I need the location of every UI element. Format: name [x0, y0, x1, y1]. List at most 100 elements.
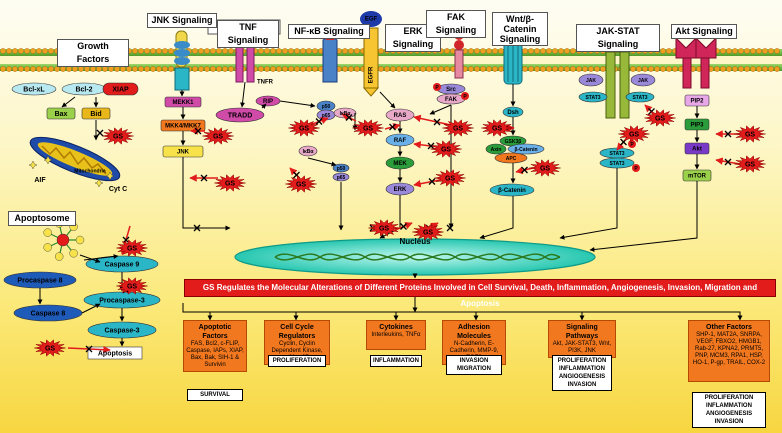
gs-label: GS — [492, 125, 502, 132]
dsh-oval-label: Dsh — [507, 110, 519, 116]
erk-signaling-head: ERK Signaling — [385, 24, 441, 52]
outcome-title: Cell Cycle Regulators — [278, 324, 316, 340]
signal-arrow — [240, 81, 246, 108]
jnk-receptor — [174, 30, 190, 91]
signal-arrow — [79, 254, 101, 263]
gs-label: GS — [225, 180, 235, 187]
cytochrome-star — [43, 155, 53, 165]
bcl2-oval-label: Bcl-2 — [75, 86, 92, 93]
gs-burst — [430, 140, 462, 158]
outcome-result: SURVIVAL — [187, 389, 243, 401]
bcat2-oval — [489, 183, 535, 197]
phospho-dot — [461, 92, 469, 100]
arrow-layer — [37, 81, 743, 354]
raf-oval-label: RAF — [394, 138, 407, 144]
gs-burst — [368, 219, 400, 237]
p65a-oval-label: p65 — [322, 113, 331, 119]
gs-burst — [644, 109, 676, 127]
stat4-oval-label: STAT3 — [609, 161, 624, 167]
apoptosome-label: Apoptosome — [8, 211, 76, 226]
xiap-box — [102, 82, 139, 96]
block-mark — [724, 130, 732, 138]
egf-label: EGF — [365, 17, 378, 23]
gs-label: GS — [441, 146, 451, 153]
gs-label: GS — [127, 245, 137, 252]
block-mark — [400, 223, 407, 230]
gs-burst — [214, 174, 246, 192]
procasp8-oval-label: Procaspase 8 — [17, 277, 62, 284]
jak1-oval — [578, 73, 604, 87]
block-mark — [433, 118, 441, 126]
tradd-oval — [215, 107, 265, 123]
gs-burst — [412, 223, 444, 241]
phospho-dot — [433, 83, 441, 91]
jnk-signaling-head: JNK Signaling — [147, 13, 217, 28]
mekk-box-label: MEKK1 — [172, 100, 194, 106]
signal-arrow — [279, 100, 316, 108]
gs-label: GS — [655, 115, 665, 122]
outcome-result: PROLIFERATION — [268, 355, 326, 367]
wnt-receptor — [503, 41, 523, 85]
gs-burst — [352, 119, 384, 137]
outcome-result: PROLIFERATION INFLAMMATION ANGIOGENESIS … — [552, 355, 612, 391]
outcome-title: Other Factors — [706, 324, 752, 331]
apoptosis-label: Apoptosis — [98, 350, 132, 357]
mito-label: Mitochondria — [74, 168, 106, 174]
gs-label: GS — [453, 125, 463, 132]
outcome-title: Apoptotic Factors — [198, 324, 232, 340]
p65b-oval — [332, 172, 350, 182]
gs-label: GS — [379, 225, 389, 232]
casp3-oval-label: Caspase-3 — [104, 327, 139, 334]
phospho-label: P — [634, 166, 638, 172]
jak1-oval-label: JAK — [586, 78, 596, 84]
gs-label: GS — [363, 125, 373, 132]
gs-burst — [34, 339, 66, 357]
phospho-label: P — [463, 94, 467, 100]
signal-arrow — [559, 168, 618, 240]
gs-label: GS — [629, 131, 639, 138]
tnf-signaling-head: TNF Signaling — [217, 20, 279, 48]
signal-arrow — [589, 181, 698, 252]
gs-burst — [442, 119, 474, 137]
phospho-label: P — [435, 85, 439, 91]
block-mark — [521, 166, 528, 174]
signal-arrow — [261, 103, 267, 109]
block-mark — [389, 123, 396, 131]
tradd-oval-label: TRADD — [228, 112, 253, 119]
cytc-label: Cyt C — [109, 186, 127, 193]
outcome-items: FAS, Bcl2, c-FLIP, Caspase, IAPs, XIAP, … — [186, 341, 244, 368]
gs-burst — [618, 125, 650, 143]
gs-burst — [285, 175, 317, 193]
molecule-layer — [3, 73, 712, 360]
gs-label: GS — [213, 133, 223, 140]
mtor-box-label: mTOR — [688, 174, 707, 180]
stat2-oval — [625, 91, 655, 103]
pip3-box-label: PIP3 — [690, 123, 704, 129]
jak2-oval — [630, 73, 656, 87]
gs-label: GS — [423, 229, 433, 236]
fak-signaling-head: FAK Signaling — [426, 10, 486, 38]
mkk-box-label: MKK4/MKK7 — [165, 124, 201, 130]
block-mark — [345, 114, 353, 121]
ikb2-oval-label: IκBα — [303, 149, 315, 155]
bclxl-oval — [11, 82, 57, 96]
stat1-oval — [578, 91, 608, 103]
signal-arrow — [182, 157, 231, 231]
p65b-oval-label: p65 — [337, 175, 346, 181]
block-mark — [194, 127, 202, 135]
gs-burst — [529, 159, 561, 177]
gs-label: GS — [445, 175, 455, 182]
block-mark — [446, 224, 454, 232]
gs-label: GS — [45, 345, 55, 352]
outcome-items: Interleukins, TNFα — [371, 332, 421, 338]
outcome-items: SHP-1, MAT2A, SNRPA, VEGF, FBXO2, HMGB1,… — [692, 332, 766, 366]
aif-label: AIF — [34, 177, 46, 184]
xiap-box-label: XIAP — [112, 86, 129, 93]
cytochrome-star — [105, 171, 115, 181]
p50a-oval-label: p50 — [322, 104, 331, 110]
akt-signaling-head: Akt Signaling — [671, 24, 737, 39]
